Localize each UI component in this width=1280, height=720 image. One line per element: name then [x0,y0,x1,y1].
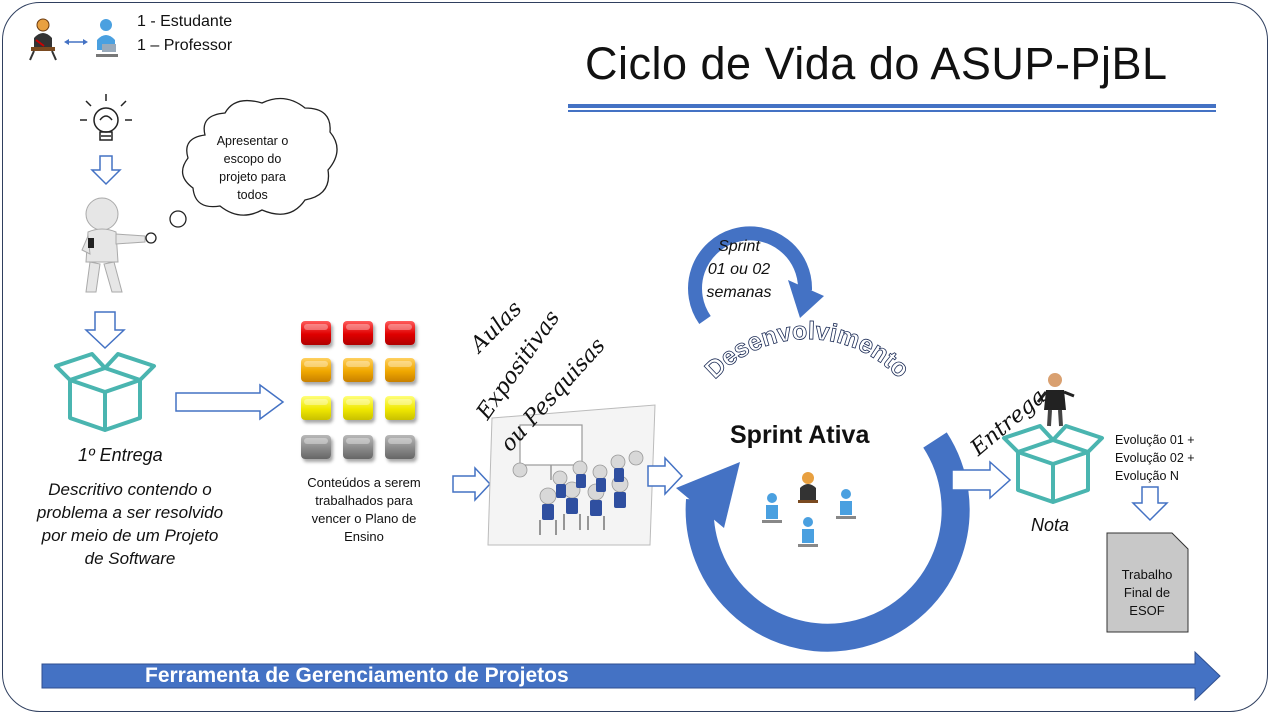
content-block [343,358,373,382]
content-block [385,358,415,382]
right-arrow-icon [951,460,1012,500]
content-block [343,435,373,459]
content-block [343,396,373,420]
content-block [301,396,331,420]
evolution-item: Evolução N [1115,469,1179,483]
cycle-arrowhead [676,462,740,528]
title-underline [568,104,1216,108]
contents-line: Ensino [344,529,384,544]
professor-figure-icon [96,19,118,57]
tool-bar-label: Ferramenta de Gerenciamento de Projetos [145,664,569,687]
students-group-icon [762,472,856,547]
final-doc-line: Trabalho [1121,567,1173,582]
presenter-figure-icon [81,197,146,293]
title-underline-thin [568,110,1216,112]
thought-text: Apresentar o escopo do projeto para todo… [216,134,289,202]
open-box-icon [54,352,156,432]
evolution-list: Evolução 01 + Evolução 02 + Evolução N [1115,431,1195,485]
open-box-icon [1002,424,1104,504]
down-arrow-icon [1131,486,1169,522]
slide-frame [2,2,1268,712]
right-arrow-icon [647,456,684,496]
double-arrow-icon [64,39,88,45]
lecture-image [487,404,656,546]
desc-line: problema a ser resolvido [36,503,224,522]
down-arrow-icon [84,311,126,350]
sprint-loop-text: Sprint 01 ou 02 semanas [700,235,778,304]
sprint-line: 01 ou 02 [707,261,771,278]
contents-line: Conteúdos a serem [307,475,421,490]
sprint-loop-arrowhead [788,280,824,318]
final-doc-line: ESOF [1129,603,1165,618]
contents-line: vencer o Plano de [311,511,417,526]
sprint-line: Sprint [718,238,760,255]
first-delivery-description: Descritivo contendo o problema a ser res… [30,478,230,570]
final-doc-line: Final de [1123,585,1171,600]
legend-student: 1 - Estudante [137,13,233,30]
page-title: Ciclo de Vida do ASUP-PjBL [585,38,1168,89]
legend-professor: 1 – Professor [137,37,233,54]
desc-line: por meio de um Projeto [41,526,219,545]
student-figure-icon [29,18,57,61]
first-delivery-label: 1º Entrega [78,445,163,465]
contents-text: Conteúdos a serem trabalhados para vence… [295,474,433,546]
content-block [385,396,415,420]
evolution-item: Evolução 02 + [1115,451,1195,465]
content-block [301,435,331,459]
right-arrow-icon [452,466,492,502]
desc-line: de Software [84,549,176,568]
arc-label: Desenvolvimento [700,317,915,384]
content-block [385,321,415,345]
final-document-text: Trabalho Final de ESOF [1107,566,1187,620]
cycle-arrow [685,432,970,652]
evolution-item: Evolução 01 + [1115,433,1195,447]
right-arrow-icon [175,383,285,421]
lightbulb-icon [80,94,132,141]
grade-label: Nota [1031,515,1070,535]
sprint-loop-arrow [688,226,813,325]
sprint-line: semanas [706,284,772,301]
contents-line: trabalhados para [315,493,413,508]
businessman-figure-icon [1036,373,1075,427]
content-block [385,435,415,459]
sprint-active-label: Sprint Ativa [730,421,870,449]
tool-bar-arrow [41,650,1221,702]
thought-cloud [145,97,338,244]
content-block [301,321,331,345]
final-document-shape [1106,532,1189,633]
legend-icons [29,18,118,61]
content-block [301,358,331,382]
student-label: Aluno [784,567,821,582]
down-arrow-icon [90,155,122,186]
desc-line: Descritivo contendo o [48,480,212,499]
content-block [343,321,373,345]
